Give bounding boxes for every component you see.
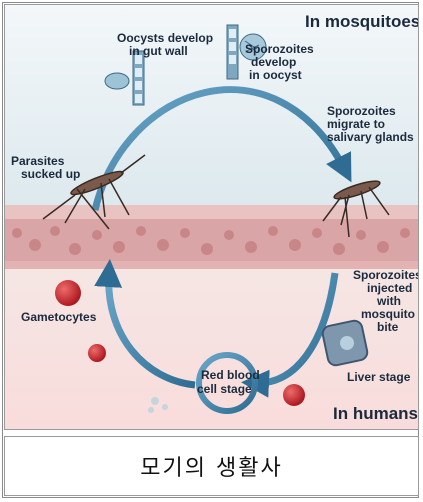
life-cycle-diagram: In mosquitoes In humans [5,5,419,430]
liver-cell-icon [321,319,368,366]
caption-cell: 모기의 생활사 [4,436,419,496]
caption-text: 모기의 생활사 [140,450,282,482]
liver-stage-label: Liver stage [347,370,411,384]
region-label-mosquitoes: In mosquitoes [305,12,419,31]
skin-layer [5,205,419,269]
life-cycle-figure: In mosquitoes In humans [4,4,419,430]
gametocytes-label: Gametocytes [21,310,97,324]
region-label-humans: In humans [333,404,418,423]
